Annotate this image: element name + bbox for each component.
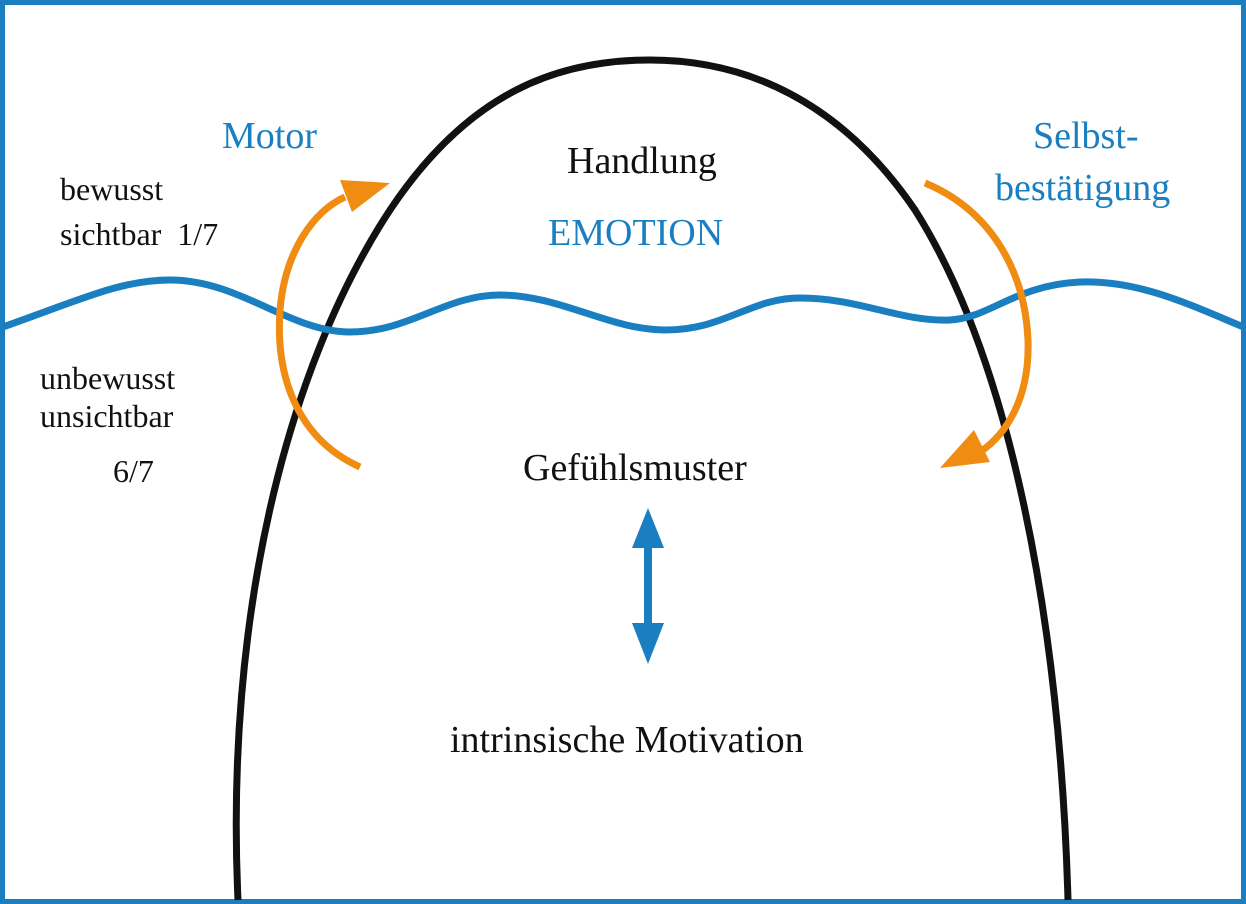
label-fraction-lower: 6/7 <box>113 453 154 489</box>
motor-cycle-arrow <box>275 193 362 471</box>
label-sichtbar-fraction: sichtbar 1/7 <box>60 216 218 252</box>
label-intrinsische-motivation: intrinsische Motivation <box>450 719 804 761</box>
motor-arrowhead <box>340 180 390 212</box>
water-line <box>0 276 1246 336</box>
label-gefuehlsmuster: Gefühlsmuster <box>523 447 747 489</box>
label-unbewusst: unbewusst <box>40 360 175 396</box>
double-arrow-head-up <box>632 508 664 548</box>
label-bewusst: bewusst <box>60 171 163 207</box>
double-arrow-head-down <box>632 623 664 664</box>
label-emotion: EMOTION <box>548 212 723 254</box>
label-selbst-line1: Selbst- <box>1033 115 1139 157</box>
iceberg-outline <box>232 56 1072 901</box>
label-selbst-line2: bestätigung <box>995 167 1170 209</box>
label-handlung: Handlung <box>567 140 717 182</box>
selbstbestaetigung-arrowhead <box>940 430 990 468</box>
label-unsichtbar: unsichtbar <box>40 398 174 434</box>
selbstbestaetigung-cycle-arrow <box>923 179 1032 455</box>
label-motor: Motor <box>222 115 317 157</box>
